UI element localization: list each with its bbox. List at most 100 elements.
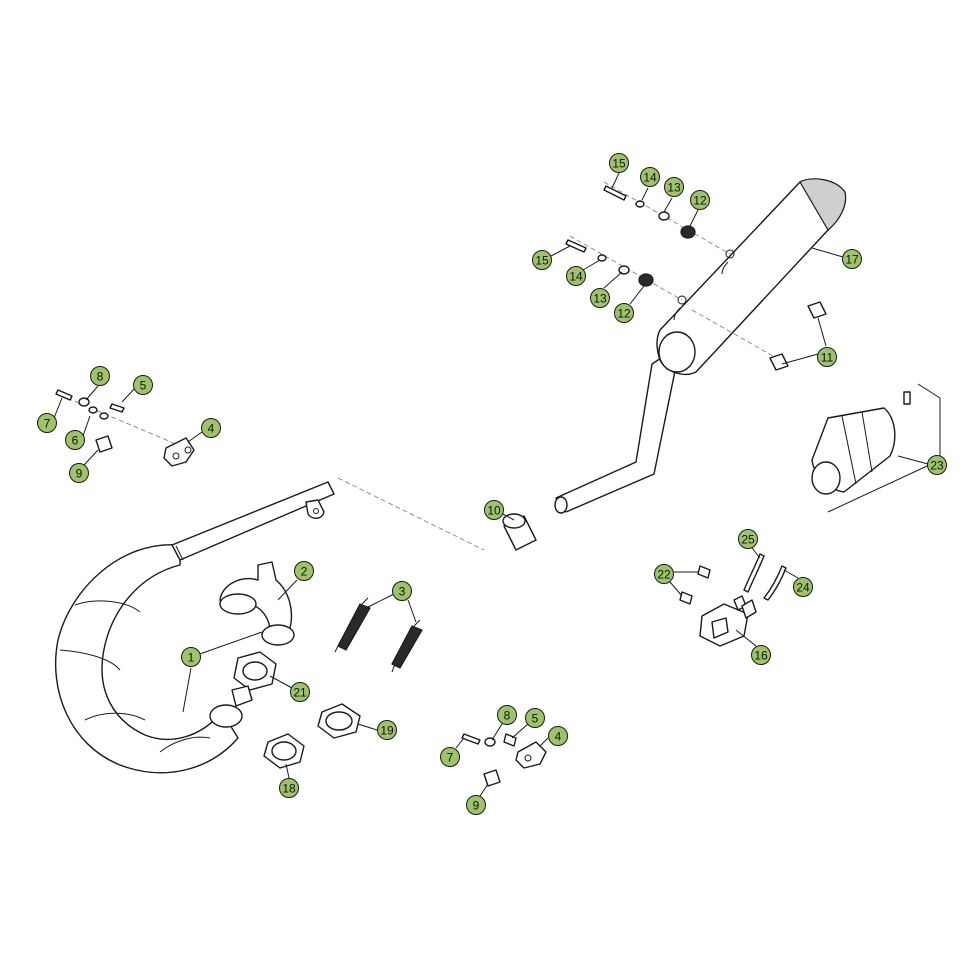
flange-19	[317, 703, 361, 739]
link-sleeve	[502, 513, 537, 551]
callout-circle	[466, 795, 486, 815]
callout-circle	[548, 726, 568, 746]
callout-13: 13	[664, 177, 684, 197]
callout-label: 6	[72, 434, 79, 448]
callout-9: 9	[466, 795, 486, 815]
callout-circle	[566, 266, 586, 286]
callout-label: 14	[643, 171, 657, 185]
actuator	[679, 565, 757, 647]
callout-circle	[484, 500, 504, 520]
callout-label: 12	[617, 307, 631, 321]
callout-24: 24	[793, 577, 813, 597]
callout-circle	[377, 720, 397, 740]
callout-label: 7	[44, 417, 51, 431]
mount-clips	[691, 301, 827, 371]
callout-2: 2	[294, 561, 314, 581]
flange-18	[263, 733, 305, 769]
callout-label: 18	[282, 782, 296, 796]
header-pipe	[219, 561, 295, 646]
callout-circle	[842, 249, 862, 269]
callout-label: 15	[612, 157, 626, 171]
callout-25: 25	[738, 529, 758, 549]
callout-circle	[590, 288, 610, 308]
callout-5: 5	[525, 708, 545, 728]
callout-label: 16	[754, 649, 768, 663]
callout-22: 22	[654, 564, 674, 584]
callout-8: 8	[497, 705, 517, 725]
callout-circle	[609, 153, 629, 173]
callout-8: 8	[90, 366, 110, 386]
fastener-row-upper	[603, 181, 731, 255]
callout-circle	[497, 705, 517, 725]
callout-label: 8	[97, 370, 104, 384]
callout-label: 25	[741, 533, 755, 547]
bracket-group-right	[461, 733, 547, 787]
callout-circle	[279, 778, 299, 798]
callout-label: 12	[693, 194, 707, 208]
callout-circle	[654, 564, 674, 584]
callout-circle	[201, 418, 221, 438]
callout-label: 13	[593, 292, 607, 306]
callout-label: 17	[845, 253, 859, 267]
callout-circle	[294, 561, 314, 581]
callout-circle	[927, 455, 947, 475]
callout-6: 6	[65, 430, 85, 450]
callout-11: 11	[817, 347, 837, 367]
callout-label: 5	[140, 379, 147, 393]
callout-label: 9	[76, 467, 83, 481]
callout-label: 4	[555, 730, 562, 744]
callout-7: 7	[440, 747, 460, 767]
callout-16: 16	[751, 645, 771, 665]
callout-circle	[37, 413, 57, 433]
callout-label: 23	[930, 459, 944, 473]
callout-5: 5	[133, 375, 153, 395]
fastener-row-lower	[565, 235, 683, 301]
callout-label: 22	[657, 568, 671, 582]
silencer	[337, 178, 847, 551]
callout-circle	[690, 190, 710, 210]
callout-label: 24	[796, 581, 810, 595]
callout-circle	[392, 581, 412, 601]
callout-circle	[817, 347, 837, 367]
callout-label: 8	[504, 709, 511, 723]
callout-1: 1	[181, 647, 201, 667]
end-cap	[811, 383, 941, 513]
callout-23: 23	[927, 455, 947, 475]
callout-circle	[738, 529, 758, 549]
callout-14: 14	[640, 167, 660, 187]
callouts: 1234567891011121314151514131217232524221…	[37, 153, 947, 815]
bracket-group-left	[55, 389, 195, 467]
callout-13: 13	[590, 288, 610, 308]
callout-label: 5	[532, 712, 539, 726]
flange-21	[231, 651, 277, 707]
callout-circle	[532, 250, 552, 270]
callout-18: 18	[279, 778, 299, 798]
callout-label: 19	[380, 724, 394, 738]
springs	[334, 597, 423, 673]
callout-circle	[525, 708, 545, 728]
callout-12: 12	[690, 190, 710, 210]
callout-circle	[793, 577, 813, 597]
chamber-inlet	[209, 704, 243, 728]
callout-label: 15	[535, 254, 549, 268]
callout-17: 17	[842, 249, 862, 269]
callout-circle	[640, 167, 660, 187]
callout-label: 3	[399, 585, 406, 599]
callout-circle	[90, 366, 110, 386]
callout-15: 15	[609, 153, 629, 173]
callout-4: 4	[548, 726, 568, 746]
hoses	[743, 553, 787, 601]
callout-10: 10	[484, 500, 504, 520]
callout-circle	[181, 647, 201, 667]
callout-circle	[65, 430, 85, 450]
expansion-chamber	[54, 481, 335, 774]
callout-12: 12	[614, 303, 634, 323]
callout-label: 4	[208, 422, 215, 436]
callout-circle	[614, 303, 634, 323]
callout-label: 10	[487, 504, 501, 518]
callout-4: 4	[201, 418, 221, 438]
callout-14: 14	[566, 266, 586, 286]
callout-circle	[664, 177, 684, 197]
callout-label: 11	[821, 351, 834, 365]
